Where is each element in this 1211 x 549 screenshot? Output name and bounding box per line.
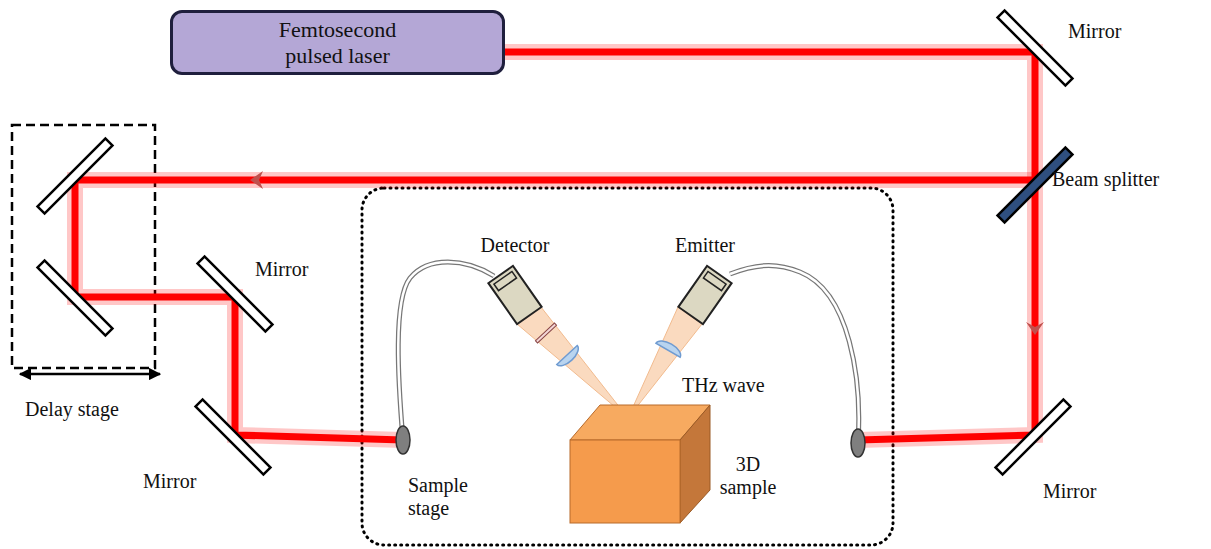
fiber-coupler <box>396 426 410 454</box>
antenna-housing <box>488 266 541 324</box>
part-label: Mirror <box>1068 20 1121 43</box>
fiber-coupler <box>851 429 865 457</box>
direction-chevron <box>1026 322 1044 335</box>
part-label: THz wave <box>682 374 765 397</box>
fiber <box>730 266 859 444</box>
mirror <box>38 261 113 336</box>
node-label: Emitter <box>655 234 755 257</box>
fiber <box>730 266 859 444</box>
fiber <box>398 262 494 440</box>
laser-source: Femtosecond pulsed laser <box>170 10 505 75</box>
antenna-housing <box>678 266 731 324</box>
sample-region <box>362 188 893 545</box>
part-label: Mirror <box>143 470 196 493</box>
filter <box>535 323 556 343</box>
housing-cap <box>494 271 517 290</box>
mirror <box>998 11 1073 86</box>
mirror <box>196 400 271 475</box>
mirror <box>38 139 113 214</box>
beam-glow <box>75 180 1035 440</box>
lens <box>656 337 684 357</box>
laser-beam <box>505 52 1035 440</box>
housing-cap <box>703 271 726 290</box>
direction-chevron <box>250 171 263 189</box>
part-label: Sample stage <box>408 474 472 520</box>
part-label: Mirror <box>255 258 308 281</box>
travel-arrow <box>20 373 160 376</box>
detector-head: Detector <box>465 232 565 332</box>
delay-stage-box <box>12 125 155 368</box>
laser-beams <box>75 52 1035 440</box>
emitter-head: Emitter <box>655 232 755 332</box>
node-label: Detector <box>465 234 565 257</box>
sample-cube: 3D sample <box>565 398 780 528</box>
part-label: Mirror <box>1043 480 1096 503</box>
laser-beam <box>75 180 1035 440</box>
part-label: Beam splitter <box>1052 168 1159 191</box>
mirrors <box>38 11 1073 475</box>
beam-glow <box>505 52 1035 440</box>
thz-beam <box>628 307 702 418</box>
node-label: 3D sample <box>717 453 779 499</box>
part-label: Delay stage <box>25 398 119 421</box>
thz-beam <box>517 307 628 418</box>
lens <box>557 345 582 369</box>
mirror <box>996 400 1071 475</box>
fiber <box>398 262 494 440</box>
cube-side <box>680 405 710 523</box>
node-label: Femtosecond pulsed laser <box>258 17 418 68</box>
cube-front <box>570 440 680 523</box>
